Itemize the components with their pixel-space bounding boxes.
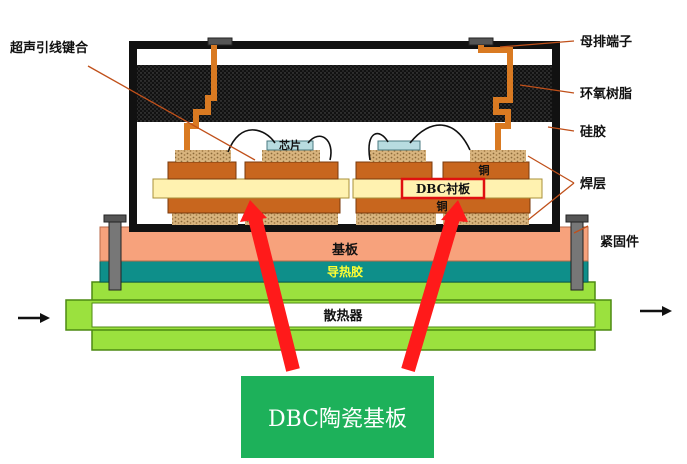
solder-left-b <box>262 150 320 162</box>
coolant-outlet-arrow <box>640 306 672 316</box>
dbc-ceramic-substrate-banner: DBC陶瓷基板 <box>241 376 434 458</box>
busbar-terminal-label: 母排端子 <box>580 34 632 50</box>
ceramic-left <box>152 178 350 199</box>
solder-right-b <box>470 150 526 162</box>
heatsink-label: 散热器 <box>323 308 363 324</box>
copper-top-label: 铜 <box>478 163 490 177</box>
copper-top-right-a <box>355 161 433 180</box>
copper-bottom-label: 铜 <box>436 199 448 213</box>
thermal-grease-label: 导热胶 <box>327 264 363 279</box>
epoxy-label: 环氧树脂 <box>580 86 632 102</box>
red-arrow-right <box>401 200 468 372</box>
leader-lines <box>87 40 589 234</box>
baseplate: 基板 <box>99 226 589 262</box>
solder-bottom-left-b <box>245 213 338 225</box>
chip-label: 芯片 <box>279 138 301 152</box>
fastener-label: 紧固件 <box>600 234 639 250</box>
banner-text: DBC陶瓷基板 <box>267 407 408 432</box>
red-arrow-left <box>240 200 300 372</box>
silicone-gel-label: 硅胶 <box>580 124 606 140</box>
dbc-highlight-box <box>400 177 486 200</box>
chip-left <box>266 140 314 151</box>
thermal-grease-layer: 导热胶 <box>99 260 589 283</box>
solder-bottom-right-a <box>356 213 436 225</box>
busbar-terminal-left <box>184 37 233 150</box>
fastener-right <box>565 214 589 291</box>
solder-bottom-left-a <box>172 213 238 225</box>
coolant-inlet-arrow <box>18 313 50 323</box>
solder-layer-label: 焊层 <box>580 176 606 192</box>
ultrasonic-bond-label: 超声引线键合 <box>10 40 89 56</box>
busbar-terminal-right <box>468 37 513 150</box>
bond-wires <box>227 124 471 161</box>
heatsink: 散热器 <box>65 281 612 351</box>
baseplate-label: 基板 <box>331 242 359 258</box>
solder-right-a <box>370 150 426 162</box>
solder-left-a <box>175 150 231 162</box>
dbc-substrate-label: DBC衬板 <box>416 181 471 196</box>
copper-top-left-a <box>167 161 237 180</box>
copper-top-left-b <box>244 161 339 180</box>
dbc-stack-right: 铜 铜 DBC衬板 <box>352 140 543 225</box>
fastener-left <box>103 214 127 291</box>
chip-right <box>377 140 421 151</box>
